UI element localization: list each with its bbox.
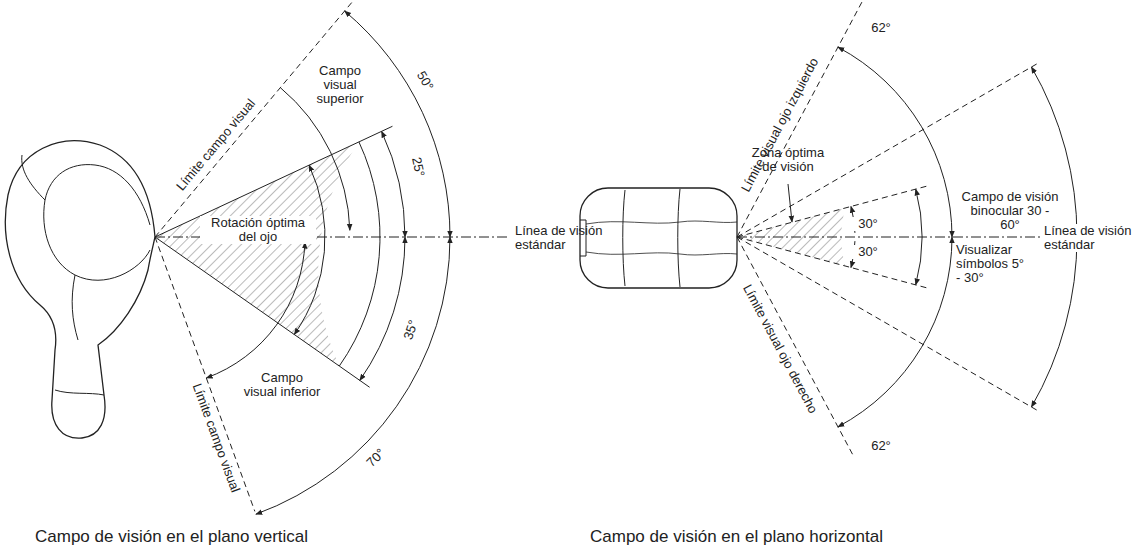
diagram-label: Límite campo visual — [184, 365, 248, 511]
zone-edge — [155, 237, 339, 366]
symbol-line — [737, 237, 930, 289]
symbol-line — [737, 185, 930, 237]
diagram-label: Límite campo visual — [162, 83, 269, 207]
right-eye-limit — [737, 237, 853, 456]
diagram-label: Límite visual ojo derecho — [729, 262, 831, 436]
diagram-label: 25° — [407, 146, 429, 188]
diagram-label: 62° — [861, 439, 901, 453]
head-detail — [22, 155, 104, 395]
binocular-line — [737, 237, 1037, 410]
diagram-label: Campo visual superior — [301, 64, 379, 106]
diagram-label: Límite visual ojo izquierdo — [729, 38, 831, 212]
zone-arc — [339, 142, 380, 366]
face-outline — [44, 165, 150, 281]
visual-field-limit — [155, 0, 354, 237]
rotation-arc — [294, 165, 325, 334]
head-detail — [586, 221, 737, 255]
diagram-label: Zona óptima de visión — [747, 146, 829, 174]
diagram-label: Línea de visión estándar — [515, 224, 625, 252]
diagram-label: 35° — [398, 309, 424, 351]
dimension-arc — [916, 189, 922, 285]
leader-line — [788, 184, 792, 222]
dimension-arc — [382, 131, 405, 237]
diagram-label: 70° — [357, 439, 395, 477]
diagram-label: Línea de visión estándar — [1042, 224, 1138, 252]
dimension-arc — [360, 237, 405, 380]
diagram-label: Rotación óptima del ojo — [200, 216, 316, 244]
extension-line — [359, 126, 393, 142]
head-outline — [5, 141, 155, 438]
upper-field-arc — [280, 88, 350, 231]
extension-line — [339, 366, 369, 387]
diagram-label: 50° — [409, 60, 441, 102]
head-top-view — [580, 188, 737, 288]
figure-caption: Campo de visión en el plano vertical — [35, 527, 455, 547]
visual-field-limit — [155, 237, 255, 511]
dimension-arc — [838, 237, 952, 427]
diagram-label: 62° — [861, 21, 901, 35]
diagram-label: Visualizar símbolos 5° - 30° — [956, 243, 1028, 285]
standard-sight-line — [737, 237, 1040, 238]
diagram-label: 30° — [851, 245, 885, 259]
dimension-arc — [838, 47, 952, 237]
diagram-label: 30° — [851, 217, 885, 231]
lower-field-arc — [206, 242, 305, 378]
figure-caption: Campo de visión en el plano horizontal — [590, 527, 1030, 547]
diagram-label: Campo visual inferior — [243, 371, 321, 399]
left-eye-limit — [737, 2, 862, 237]
dimension-arc — [345, 11, 450, 237]
